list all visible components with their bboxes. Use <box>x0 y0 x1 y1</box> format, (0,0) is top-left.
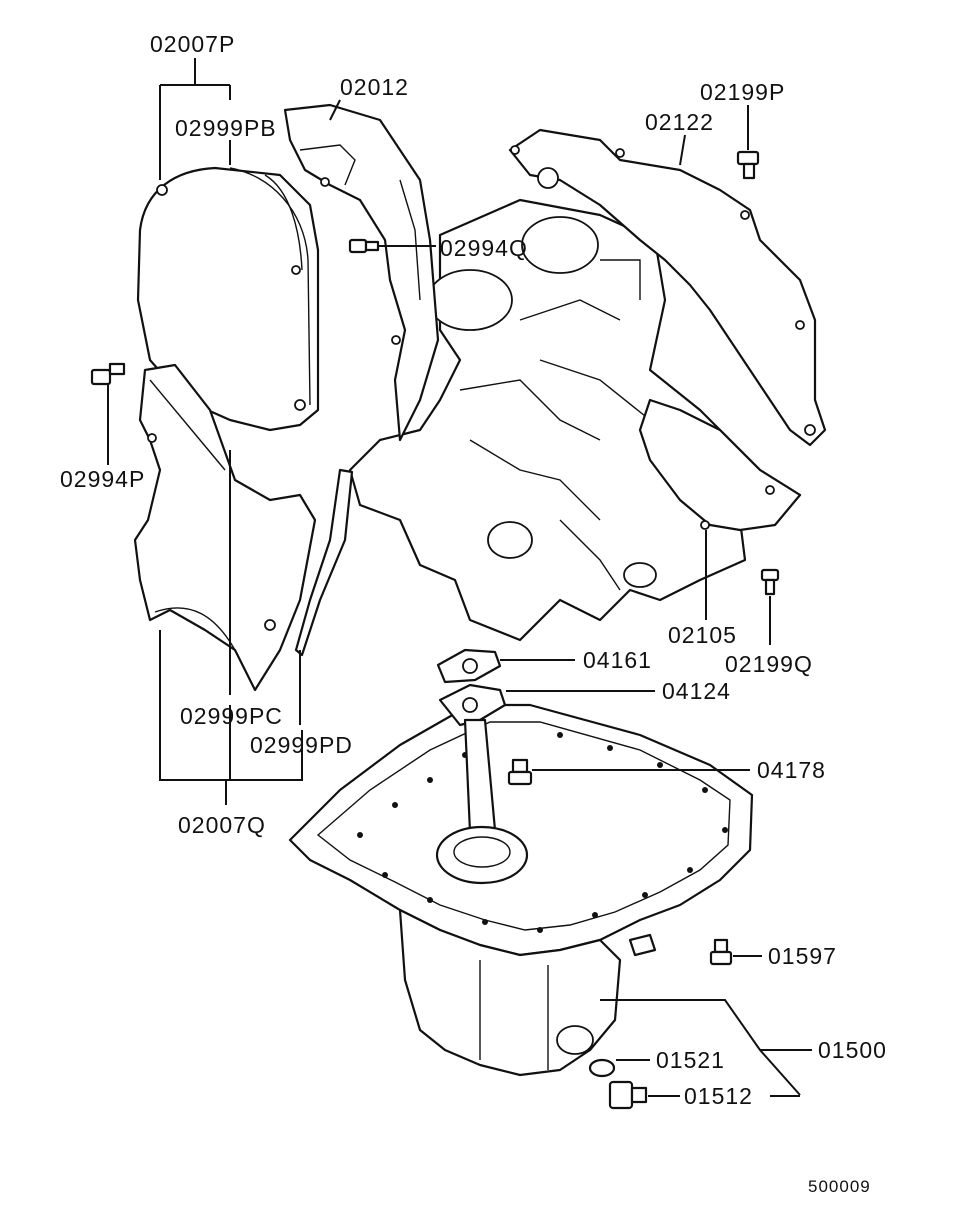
oil-pan-01500 <box>288 703 754 1077</box>
lower-timing-cover-02007Q <box>133 363 317 692</box>
gasket-strip-02999PD <box>294 468 354 657</box>
label-01521: 01521 <box>656 1047 725 1073</box>
oil-strainer-04124 <box>435 683 529 885</box>
bolt-01597 <box>709 938 733 966</box>
gasket-04161 <box>436 648 502 684</box>
bolt-04178 <box>507 758 533 786</box>
drawing-code: 500009 <box>808 1177 871 1196</box>
label-02199P: 02199P <box>700 79 785 105</box>
label-04178: 04178 <box>757 757 826 783</box>
engine-block <box>348 198 802 642</box>
timing-belt-shield-02012 <box>283 103 440 442</box>
label-02012: 02012 <box>340 74 409 100</box>
bolt-02199P <box>736 150 760 180</box>
label-02994P: 02994P <box>60 466 145 492</box>
label-04124: 04124 <box>662 678 731 704</box>
bolt-02994P <box>90 362 126 386</box>
label-02999PC: 02999PC <box>180 703 283 729</box>
label-02994Q: 02994Q <box>440 235 528 261</box>
drain-plug-01512 <box>608 1080 648 1110</box>
label-02105: 02105 <box>668 622 737 648</box>
label-01500: 01500 <box>818 1037 887 1063</box>
upper-timing-cover-02007P <box>136 166 320 432</box>
label-02999PD: 02999PD <box>250 732 353 758</box>
part-labels: 02007P 02999PB 02012 02199P 02122 02994Q… <box>60 31 887 1196</box>
label-02122: 02122 <box>645 109 714 135</box>
label-02199Q: 02199Q <box>725 651 813 677</box>
bolt-02994Q <box>348 238 380 254</box>
label-04161: 04161 <box>583 647 652 673</box>
leader-lines <box>107 58 812 1097</box>
bolt-02199Q <box>760 568 780 596</box>
label-02999PB: 02999PB <box>175 115 277 141</box>
label-02007P: 02007P <box>150 31 235 57</box>
label-02007Q: 02007Q <box>178 812 266 838</box>
label-01512: 01512 <box>684 1083 753 1109</box>
washer-01521 <box>588 1058 616 1078</box>
rear-plate-02122 <box>508 128 827 447</box>
rear-cover-02105 <box>638 398 802 532</box>
label-01597: 01597 <box>768 943 837 969</box>
